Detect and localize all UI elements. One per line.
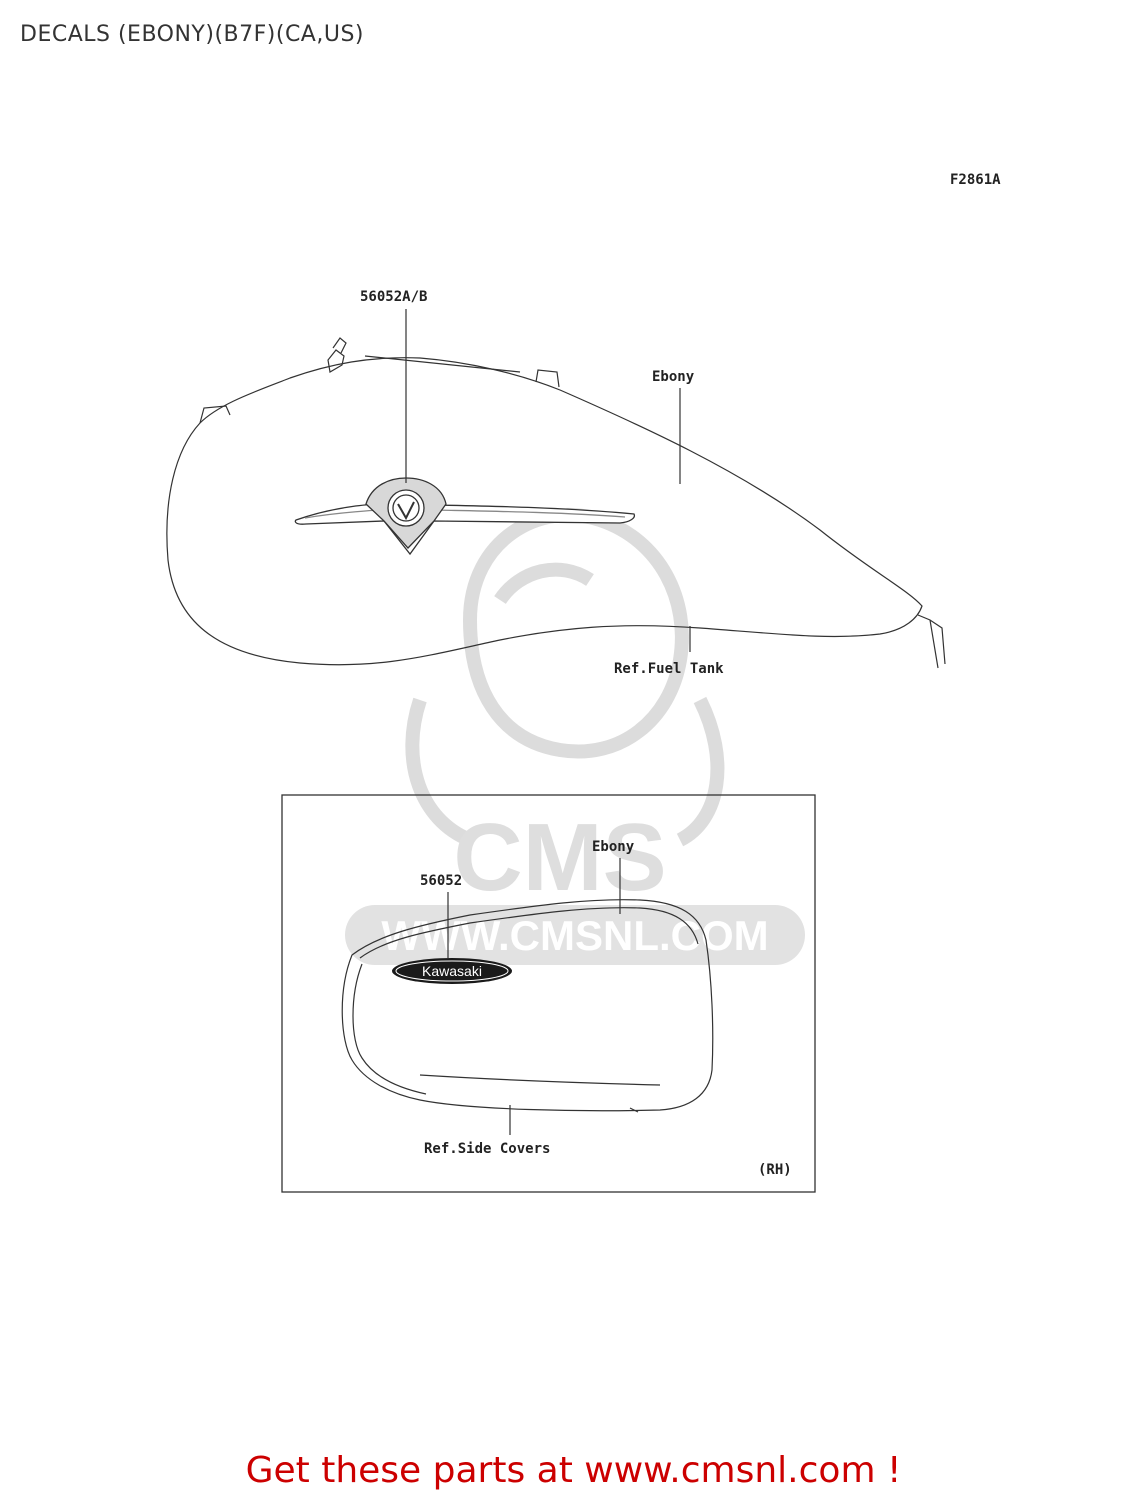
tank-color-label: Ebony xyxy=(652,369,695,385)
fuel-tank-outline xyxy=(166,337,946,669)
cover-color-label: Ebony xyxy=(592,839,635,855)
cms-watermark xyxy=(405,508,725,847)
cover-part-number: 56052 xyxy=(420,873,462,889)
parts-diagram: CMS WWW.CMSNL.COM F2861A 56052A/B Ebony … xyxy=(166,172,1001,1193)
side-cover-outline xyxy=(341,899,714,1113)
cover-ref-label: Ref.Side Covers xyxy=(424,1141,550,1157)
tank-emblem-decal xyxy=(294,477,636,556)
page-title: DECALS (EBONY)(B7F)(CA,US) xyxy=(20,22,364,47)
cover-side-label: (RH) xyxy=(758,1162,792,1178)
figure-code: F2861A xyxy=(950,172,1001,188)
tank-ref-label: Ref.Fuel Tank xyxy=(614,661,724,677)
watermark-url: WWW.CMSNL.COM xyxy=(381,912,768,959)
watermark-brand: CMS xyxy=(453,804,666,911)
promo-footer[interactable]: Get these parts at www.cmsnl.com ! xyxy=(245,1450,902,1491)
side-cover-inset-box xyxy=(281,794,816,1193)
kawasaki-logo-decal: Kawasaki xyxy=(392,958,512,984)
tank-part-number: 56052A/B xyxy=(360,289,427,305)
kawasaki-logo-text: Kawasaki xyxy=(422,963,482,979)
watermark-banner xyxy=(345,905,805,965)
